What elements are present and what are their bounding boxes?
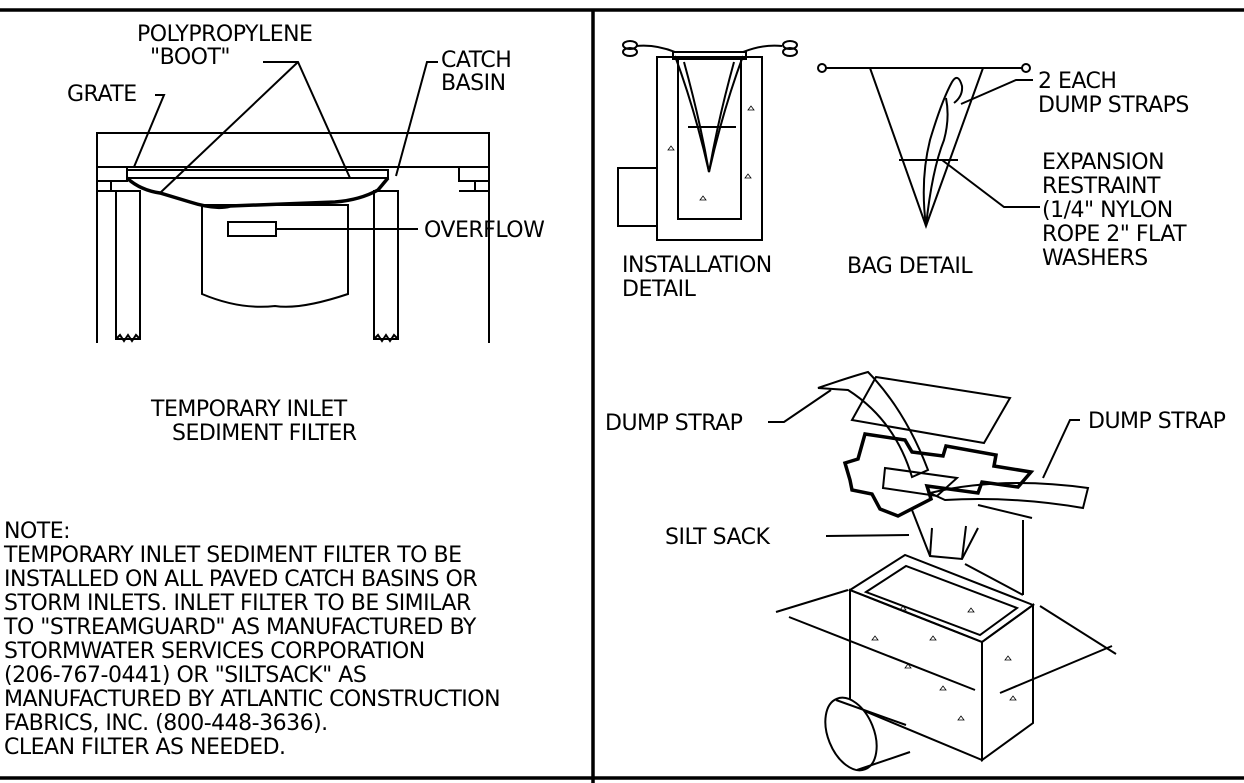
catch-basin-label-line2: BASIN: [441, 71, 506, 96]
inlet-filter-caption-line1: TEMPORARY INLET: [150, 397, 348, 422]
silt-sack-labels: DUMP STRAP DUMP STRAP SILT SACK: [605, 409, 1226, 550]
note-line: STORM INLETS. INLET FILTER TO BE SIMILAR: [4, 591, 471, 616]
dump-straps-note-line1: 2 EACH: [1038, 69, 1116, 94]
note-line: NOTE:: [4, 519, 70, 544]
note-line: CLEAN FILTER AS NEEDED.: [4, 735, 286, 760]
overflow-label: OVERFLOW: [424, 218, 545, 243]
installation-detail-drawing: [617, 40, 798, 241]
general-note: NOTE: TEMPORARY INLET SEDIMENT FILTER TO…: [3, 519, 501, 760]
silt-sack-isometric-drawing: [768, 370, 1117, 772]
inlet-filter-labels: POLYPROPYLENE "BOOT" CATCH BASIN GRATE O…: [67, 22, 546, 446]
catch-basin-label-line1: CATCH: [441, 48, 511, 73]
inlet-filter-section-drawing: [96, 61, 490, 343]
dump-strap-left-label: DUMP STRAP: [605, 411, 743, 436]
boot-label-line1: POLYPROPYLENE: [137, 22, 312, 47]
note-line: INSTALLED ON ALL PAVED CATCH BASINS OR: [4, 567, 477, 592]
silt-sack-label: SILT SACK: [665, 525, 771, 550]
expansion-restraint-line2: RESTRAINT: [1042, 174, 1161, 199]
note-line: TEMPORARY INLET SEDIMENT FILTER TO BE: [3, 543, 462, 568]
expansion-restraint-line4: ROPE 2" FLAT: [1042, 222, 1187, 247]
note-line: MANUFACTURED BY ATLANTIC CONSTRUCTION: [4, 687, 500, 712]
note-line: TO "STREAMGUARD" AS MANUFACTURED BY: [3, 615, 477, 640]
installation-detail-line1: INSTALLATION: [622, 253, 772, 278]
dump-strap-right-label: DUMP STRAP: [1088, 409, 1226, 434]
bag-detail-drawing: [817, 63, 1040, 229]
expansion-restraint-line5: WASHERS: [1042, 246, 1148, 271]
note-line: FABRICS, INC. (800-448-3636).: [4, 711, 328, 736]
installation-detail-caption: INSTALLATION DETAIL: [622, 253, 772, 302]
grate-label: GRATE: [67, 82, 137, 107]
expansion-restraint-line3: (1/4" NYLON: [1042, 198, 1173, 223]
note-line: (206-767-0441) OR "SILTSACK" AS: [4, 663, 366, 688]
bag-detail-labels: BAG DETAIL 2 EACH DUMP STRAPS EXPANSION …: [847, 69, 1189, 279]
boot-label-line2: "BOOT": [150, 45, 230, 70]
installation-detail-line2: DETAIL: [622, 277, 697, 302]
note-line: STORMWATER SERVICES CORPORATION: [4, 639, 425, 664]
inlet-filter-caption-line2: SEDIMENT FILTER: [172, 421, 357, 446]
expansion-restraint-line1: EXPANSION: [1042, 150, 1164, 175]
dump-straps-note-line2: DUMP STRAPS: [1038, 93, 1189, 118]
bag-detail-caption: BAG DETAIL: [847, 254, 973, 279]
sheet-frame: [0, 8, 1244, 783]
